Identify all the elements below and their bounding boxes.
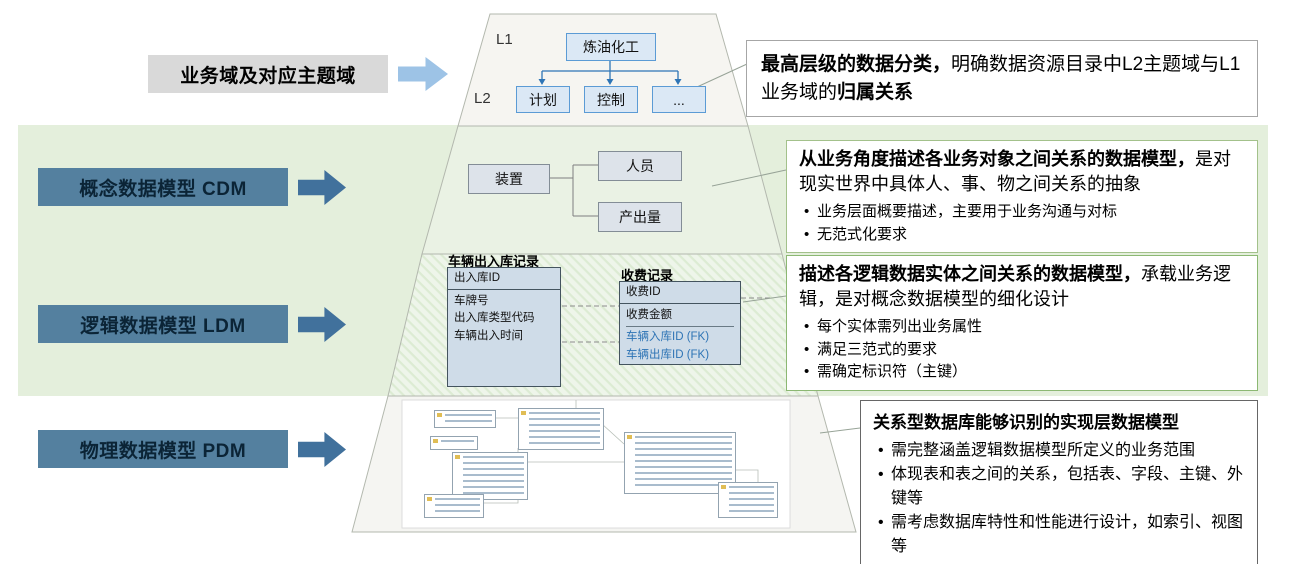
l1-l2-connectors [541,59,679,80]
note-ldm-text: 描述各逻辑数据实体之间关系的数据模型，承载业务逻辑，是对概念数据模型的细化设计 [799,262,1245,312]
ldm-table2: 收费ID 收费金额 车辆入库ID (FK) 车辆出库ID (FK) [619,281,741,365]
ldm-table1: 出入库ID 车牌号 出入库类型代码 车辆出入时间 [447,267,561,387]
note-ldm-bullet: 满足三范式的要求 [799,339,1245,362]
label-cdm: 概念数据模型 CDM [38,168,288,206]
cdm-entity-output: 产出量 [598,202,682,232]
ldm-table2-key: 收费ID [620,282,740,304]
ldm-table1-key: 出入库ID [448,268,560,290]
note-ldm: 描述各逻辑数据实体之间关系的数据模型，承载业务逻辑，是对概念数据模型的细化设计 … [786,255,1258,391]
label-ldm: 逻辑数据模型 LDM [38,305,288,343]
note-cdm-regular: 是对现实世界中具体人、事、物之间关系的抽象 [799,149,1231,195]
note-pdm-text: 关系型数据库能够识别的实现层数据模型 [873,411,1245,435]
l2-box-plan: 计划 [516,86,570,113]
label-business-domain: 业务域及对应主题域 [148,55,388,93]
l2-label: L2 [474,90,491,107]
l2-box-control: 控制 [584,86,638,113]
note-cdm: 从业务角度描述各业务对象之间关系的数据模型，是对现实世界中具体人、事、物之间关系… [786,140,1258,254]
l1-l2-arrowheads [538,79,682,85]
l1-box-refining: 炼油化工 [566,33,656,61]
pdm-mini-table [518,408,604,450]
note-cdm-bullet: 业务层面概要描述，主要用于业务沟通与对标 [799,201,1245,224]
cdm-entity-person: 人员 [598,151,682,181]
note-pdm-bullet: 需考虑数据库特性和性能进行设计，如索引、视图等 [873,511,1245,559]
note-pdm-bold: 关系型数据库能够识别的实现层数据模型 [873,413,1179,432]
ldm-table1-field: 车牌号 [454,295,489,307]
cdm-entity-device: 装置 [468,164,550,194]
note-domain-text: 最高层级的数据分类，明确数据资源目录中L2主题域与L1业务域的归属关系 [761,51,1243,106]
pdm-mini-table [430,436,478,450]
ldm-table1-field: 出入库类型代码 [454,312,535,325]
note-cdm-text: 从业务角度描述各业务对象之间关系的数据模型，是对现实世界中具体人、事、物之间关系… [799,147,1245,197]
pdm-mini-table [452,452,528,500]
note-domain-bold1: 最高层级的数据分类， [761,54,952,75]
label-pdm: 物理数据模型 PDM [38,430,288,468]
pdm-mini-table [434,410,496,428]
note-ldm-bullet: 需确定标识符（主键） [799,361,1245,384]
note-cdm-bullet: 无范式化要求 [799,224,1245,247]
note-domain: 最高层级的数据分类，明确数据资源目录中L2主题域与L1业务域的归属关系 [746,40,1258,118]
right-arrow-icon [298,432,346,467]
ldm-table1-field: 车辆出入时间 [454,329,523,342]
l2-box-more: ... [652,86,706,113]
note-domain-bold2: 归属关系 [837,81,914,103]
ldm-table2-field: 收费金额 [626,307,734,328]
ldm-table2-fk-field: 车辆入库ID (FK) [626,331,710,344]
ldm-table2-fk-field: 车辆出库ID (FK) [626,348,710,361]
note-ldm-bold: 描述各逻辑数据实体之间关系的数据模型， [799,264,1141,284]
ldm-table1-title: 车辆出入库记录 [448,254,540,269]
note-cdm-bold: 从业务角度描述各业务对象之间关系的数据模型， [799,149,1195,169]
note-pdm-bullet: 体现表和表之间的关系，包括表、字段、主键、外键等 [873,463,1245,511]
pdm-mini-table [624,432,736,494]
note-domain-regular: 明确数据资源目录中L2主题域与L1业务域的 [761,54,1241,103]
ldm-table2-title: 收费记录 [621,268,674,283]
note-ldm-bullet: 每个实体需列出业务属性 [799,316,1245,339]
note-pdm-bullet: 需完整涵盖逻辑数据模型所定义的业务范围 [873,439,1245,463]
note-ldm-regular: 承载业务逻辑，是对概念数据模型的细化设计 [799,264,1231,310]
pdm-mini-table [718,482,778,518]
right-arrow-icon [398,57,448,91]
note-pdm: 关系型数据库能够识别的实现层数据模型 需完整涵盖逻辑数据模型所定义的业务范围 体… [860,400,1258,564]
pdm-mini-table [424,494,484,518]
l1-label: L1 [496,31,513,48]
